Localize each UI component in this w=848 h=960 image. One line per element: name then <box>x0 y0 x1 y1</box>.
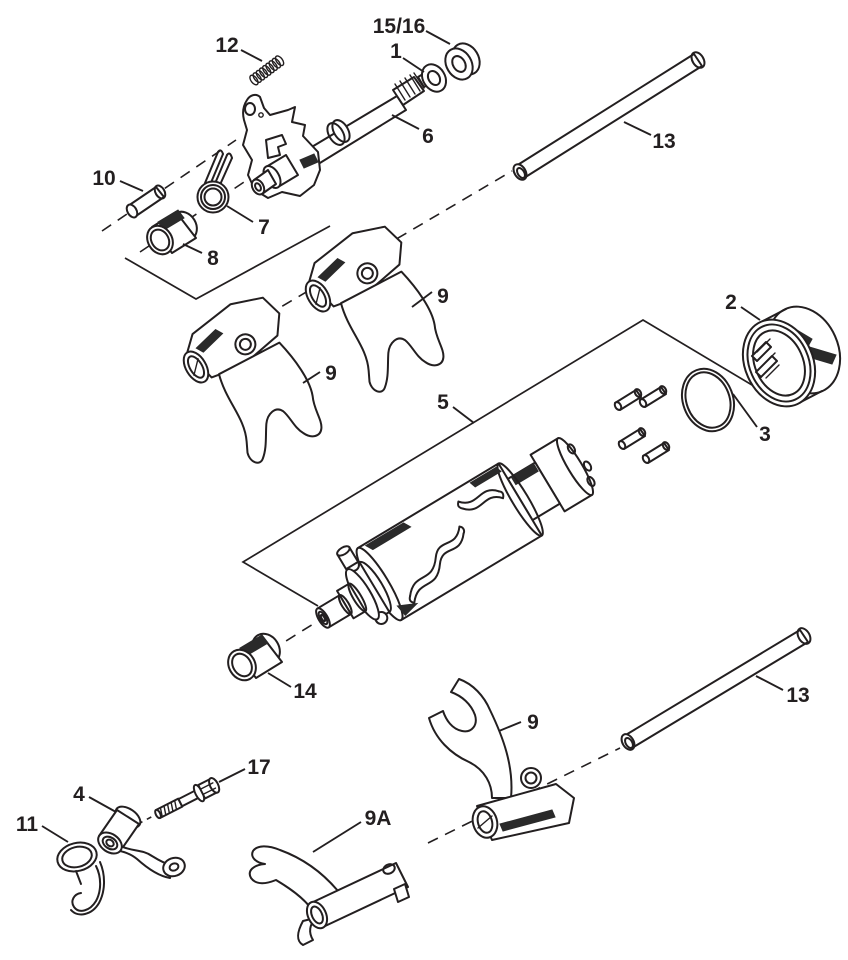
part-shifter-fork-bottom <box>428 678 575 841</box>
part-label-shifter-fork-right: 9 <box>437 285 449 308</box>
part-label-shifter-fork-alt: 9A <box>365 807 392 830</box>
bracket-drum-group <box>241 319 753 607</box>
part-o-ring <box>680 367 736 433</box>
leader-line-shifter-fork-alt <box>312 821 362 853</box>
part-label-thrust-washer: 1 <box>390 40 402 63</box>
part-hook-spring <box>56 841 105 916</box>
part-pawl-return-spring <box>196 149 233 214</box>
leader-line-shifter-fork-right <box>411 291 433 308</box>
leader-line-shifter-pawl-lever <box>88 796 117 813</box>
part-roller-pins <box>613 385 671 464</box>
part-roll-pin <box>125 184 167 219</box>
part-fork-shaft-upper <box>512 51 706 181</box>
part-label-shifter-fork-left: 9 <box>325 362 337 385</box>
part-label-roller-bearing: 2 <box>725 291 737 314</box>
callout-layer: 12 15/161 6 13 10 7 8 9 9 5 2 3 14 9 13 17 4 11 9A <box>16 15 810 853</box>
part-label-hex-bolt: 17 <box>247 756 270 779</box>
part-label-bearing-washer: 15/16 <box>373 15 426 38</box>
leader-line-thrust-washer <box>402 57 425 73</box>
part-bushing-rear <box>227 632 283 682</box>
part-roller-bearing <box>741 305 842 408</box>
leader-line-bushing-rear <box>267 672 292 688</box>
part-shift-drum <box>315 437 596 629</box>
part-bearing-washer <box>444 42 481 81</box>
part-label-shifter-pawl-lever: 4 <box>73 783 85 806</box>
leader-line-shifter-fork-left <box>302 371 321 384</box>
part-label-o-ring: 3 <box>759 423 771 446</box>
part-hex-bolt <box>154 777 221 820</box>
part-bushing-front <box>146 209 198 256</box>
part-label-bushing-rear: 14 <box>293 680 317 703</box>
leader-line-shift-drum-assembly <box>452 406 475 424</box>
part-label-roll-pin: 10 <box>92 167 115 190</box>
leader-line-hex-bolt <box>218 768 246 783</box>
leader-line-shifter-fork-bottom <box>498 721 522 732</box>
part-shifter-shaft <box>242 69 437 199</box>
leader-line-roller-bearing <box>740 306 761 321</box>
leader-line-fork-shaft-lower <box>755 675 784 691</box>
part-label-shifter-fork-bottom: 9 <box>527 711 539 734</box>
bracket-shifter-group <box>124 225 331 300</box>
part-fork-shaft-lower <box>620 627 812 751</box>
leader-line-bushing-front <box>182 243 203 254</box>
leader-line-pawl-return-spring <box>226 205 254 223</box>
leader-line-plunger-spring <box>240 49 263 62</box>
part-shifter-fork-left <box>167 284 345 477</box>
part-label-bushing-front: 8 <box>207 247 219 270</box>
part-shifter-fork-alt <box>248 845 410 946</box>
part-label-fork-shaft-lower: 13 <box>786 684 809 707</box>
part-label-shift-drum-assembly: 5 <box>437 391 449 414</box>
part-plunger-spring <box>249 55 285 86</box>
part-label-fork-shaft-upper: 13 <box>652 130 675 153</box>
part-label-hook-spring: 11 <box>16 813 39 836</box>
leader-line-fork-shaft-upper <box>623 121 652 136</box>
leader-line-roll-pin <box>119 180 144 192</box>
leader-line-bearing-washer <box>425 30 451 45</box>
part-shifter-fork-right <box>289 213 467 406</box>
part-label-shifter-shaft: 6 <box>422 125 434 148</box>
leader-line-o-ring <box>732 393 758 428</box>
leader-line-hook-spring <box>41 825 69 843</box>
part-label-pawl-return-spring: 7 <box>258 216 270 239</box>
part-shifter-pawl-lever <box>97 805 186 879</box>
part-label-plunger-spring: 12 <box>215 34 238 57</box>
part-thrust-washer <box>420 63 448 93</box>
leader-line-shifter-shaft <box>391 114 420 130</box>
group-bracket-lines <box>124 225 753 607</box>
